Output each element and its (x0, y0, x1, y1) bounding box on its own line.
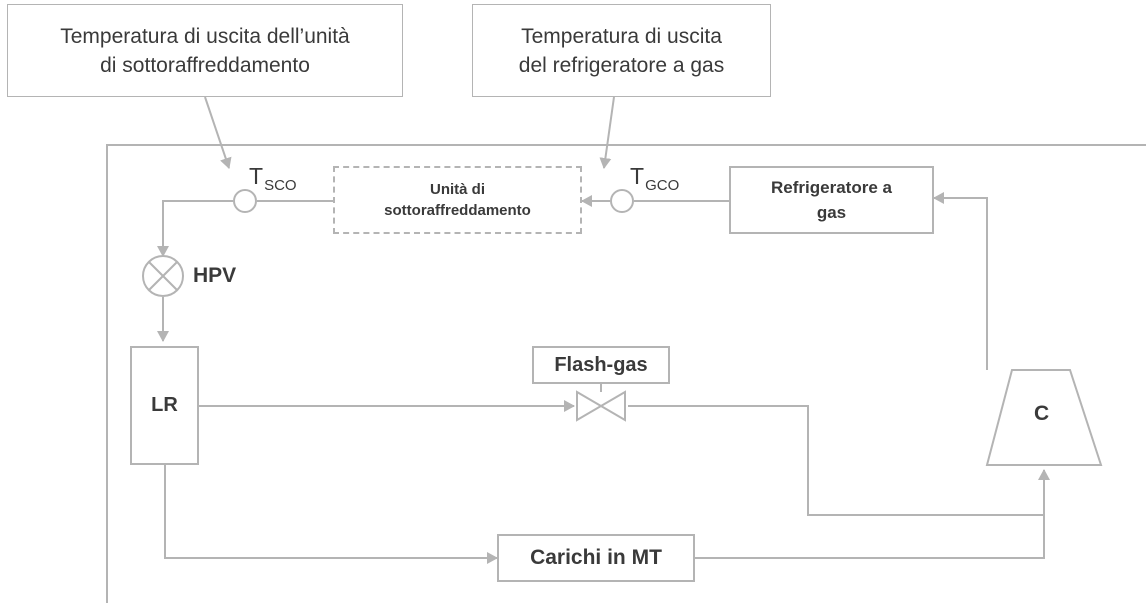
tsco-label-main: T (249, 163, 264, 189)
tsco-sensor-icon (233, 189, 257, 213)
callout-gascooler-outlet-temperature: Temperatura di uscita del refrigeratore … (472, 4, 771, 97)
callout-subcooler-outlet-temperature: Temperatura di uscita dell’unità di sott… (7, 4, 403, 97)
liquid-receiver-label: LR (151, 394, 178, 416)
liquid-receiver: LR (130, 346, 199, 465)
mt-loads: Carichi in MT (497, 534, 695, 582)
compressor-label: C (1034, 402, 1050, 425)
tgco-label: TGCO (630, 163, 679, 194)
flash-gas-label: Flash-gas (554, 353, 648, 376)
callout-gascooler-line2: del refrigeratore a gas (518, 53, 725, 77)
flashgas-valve-icon (576, 390, 626, 422)
subcooler-label-line2: sottoraffreddamento (384, 202, 531, 219)
callout-subcooler-line1: Temperatura di uscita dell’unità (60, 24, 350, 48)
pipe-lr-to-mtloads (164, 465, 498, 564)
subcooler-unit: Unità di sottoraffreddamento (333, 166, 582, 234)
subcooler-label-line1: Unità di (430, 181, 485, 198)
pipe-mtloads-to-compressor (695, 469, 1050, 559)
mt-loads-label: Carichi in MT (530, 546, 662, 569)
gas-cooler: Refrigeratore a gas (729, 166, 934, 234)
compressor-shape (985, 369, 1103, 466)
callout-pointer-gco (599, 96, 615, 169)
tgco-label-main: T (630, 163, 645, 189)
tsco-label-sub: SCO (264, 177, 297, 194)
gas-cooler-label-line1: Refrigeratore a (771, 178, 892, 197)
pipe-tsco-to-hpv (157, 200, 233, 257)
hpv-label: HPV (193, 264, 237, 287)
hpv-valve-icon (142, 255, 184, 297)
callout-pointer-sco (204, 96, 232, 169)
tgco-sensor-icon (610, 189, 634, 213)
callout-subcooler-line2: di sottoraffreddamento (100, 53, 310, 77)
pipe-flashgas-to-compressor (628, 405, 1044, 516)
flash-gas-box: Flash-gas (532, 346, 670, 384)
tgco-label-sub: GCO (645, 177, 680, 194)
pipe-compressor-to-gascooler (933, 192, 988, 370)
tsco-label: TSCO (249, 163, 297, 194)
gas-cooler-label-line2: gas (816, 203, 847, 222)
callout-gascooler-line1: Temperatura di uscita (521, 24, 722, 48)
system-boundary (106, 144, 1146, 603)
